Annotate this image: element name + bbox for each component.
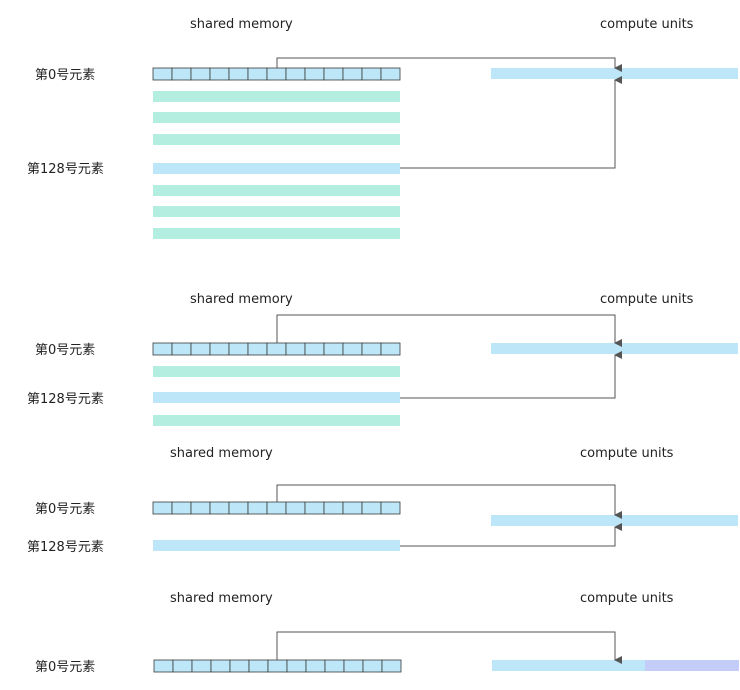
memory-row (153, 228, 400, 239)
memory-cell (361, 501, 382, 515)
panel-1: shared memory compute units 第0号元素 第128号元… (27, 17, 738, 239)
shared-memory-label: shared memory (170, 446, 273, 461)
memory-cell (266, 501, 287, 515)
memory-cell (342, 67, 363, 81)
memory-cell (209, 67, 230, 81)
memory-cell (247, 342, 268, 356)
memory-cell (153, 659, 174, 673)
memory-cell (380, 342, 401, 356)
memory-row (153, 91, 400, 102)
memory-cell (380, 67, 401, 81)
memory-cell (248, 659, 269, 673)
memory-cell (381, 659, 402, 673)
memory-cell (171, 501, 192, 515)
memory-row (153, 134, 400, 145)
memory-row (153, 366, 400, 377)
memory-cell (209, 342, 230, 356)
arrow-element-0 (276, 631, 622, 664)
memory-cell (362, 659, 383, 673)
compute-unit-bar (491, 515, 738, 526)
memory-cell (267, 659, 288, 673)
memory-cell (171, 67, 192, 81)
memory-cell (342, 342, 363, 356)
memory-cell (190, 67, 211, 81)
memory-cell (209, 501, 230, 515)
memory-cell (172, 659, 193, 673)
memory-cell (190, 342, 211, 356)
memory-cell (285, 342, 306, 356)
memory-cell (247, 501, 268, 515)
memory-cell (152, 501, 173, 515)
memory-cell (228, 342, 249, 356)
element-0-label: 第0号元素 (35, 343, 95, 358)
compute-unit-bar-remaining (645, 660, 739, 671)
arrow-element-0 (276, 314, 622, 347)
memory-cell (286, 659, 307, 673)
memory-cell (285, 501, 306, 515)
element-0-cell-row (152, 342, 401, 356)
element-0-cell-row (152, 501, 401, 515)
memory-cell (323, 501, 344, 515)
memory-cell (266, 342, 287, 356)
element-0-cell-row (153, 659, 402, 673)
panel-3: shared memory compute units 第0号元素 第128号元… (27, 446, 738, 555)
compute-units-label: compute units (580, 446, 674, 461)
element-0-label: 第0号元素 (35, 68, 95, 83)
memory-row-128 (153, 540, 400, 551)
memory-cell (361, 67, 382, 81)
memory-cell (229, 659, 250, 673)
shared-memory-label: shared memory (190, 292, 293, 307)
memory-row-128 (153, 163, 400, 174)
panel-2: shared memory compute units 第0号元素 第128号元… (27, 292, 738, 426)
memory-cell (228, 67, 249, 81)
memory-cell (285, 67, 306, 81)
compute-units-label: compute units (600, 17, 694, 32)
element-0-cell-row (152, 67, 401, 81)
arrow-element-128 (400, 523, 622, 547)
memory-cell (266, 67, 287, 81)
element-128-label: 第128号元素 (27, 162, 104, 177)
element-128-label: 第128号元素 (27, 540, 104, 555)
memory-row (153, 415, 400, 426)
element-0-label: 第0号元素 (35, 502, 95, 517)
memory-cell (152, 67, 173, 81)
memory-cell (304, 67, 325, 81)
memory-cell (247, 67, 268, 81)
panel-4: shared memory compute units 第0号元素 (35, 591, 739, 675)
compute-unit-bar (491, 343, 738, 354)
memory-cell (190, 501, 211, 515)
shared-memory-label: shared memory (170, 591, 273, 606)
compute-unit-bar-filled (492, 660, 645, 671)
memory-cell (152, 342, 173, 356)
memory-cell (323, 342, 344, 356)
memory-row-128 (153, 392, 400, 403)
shared-memory-label: shared memory (190, 17, 293, 32)
memory-cell (342, 501, 363, 515)
element-128-label: 第128号元素 (27, 392, 104, 407)
memory-row (153, 206, 400, 217)
memory-cell (304, 501, 325, 515)
memory-cell (380, 501, 401, 515)
memory-cell (210, 659, 231, 673)
memory-cell (324, 659, 345, 673)
memory-cell (191, 659, 212, 673)
memory-cell (361, 342, 382, 356)
arrow-element-0 (276, 57, 622, 72)
compute-unit-bar (491, 68, 738, 79)
memory-cell (304, 342, 325, 356)
memory-cell (228, 501, 249, 515)
memory-cell (305, 659, 326, 673)
memory-cell (343, 659, 364, 673)
arrow-element-128 (400, 76, 622, 169)
compute-units-label: compute units (600, 292, 694, 307)
memory-cell (171, 342, 192, 356)
memory-row (153, 185, 400, 196)
arrow-element-128 (400, 351, 622, 399)
memory-row (153, 112, 400, 123)
element-0-label: 第0号元素 (35, 660, 95, 675)
arrow-element-0 (276, 484, 622, 519)
memory-cell (323, 67, 344, 81)
compute-units-label: compute units (580, 591, 674, 606)
